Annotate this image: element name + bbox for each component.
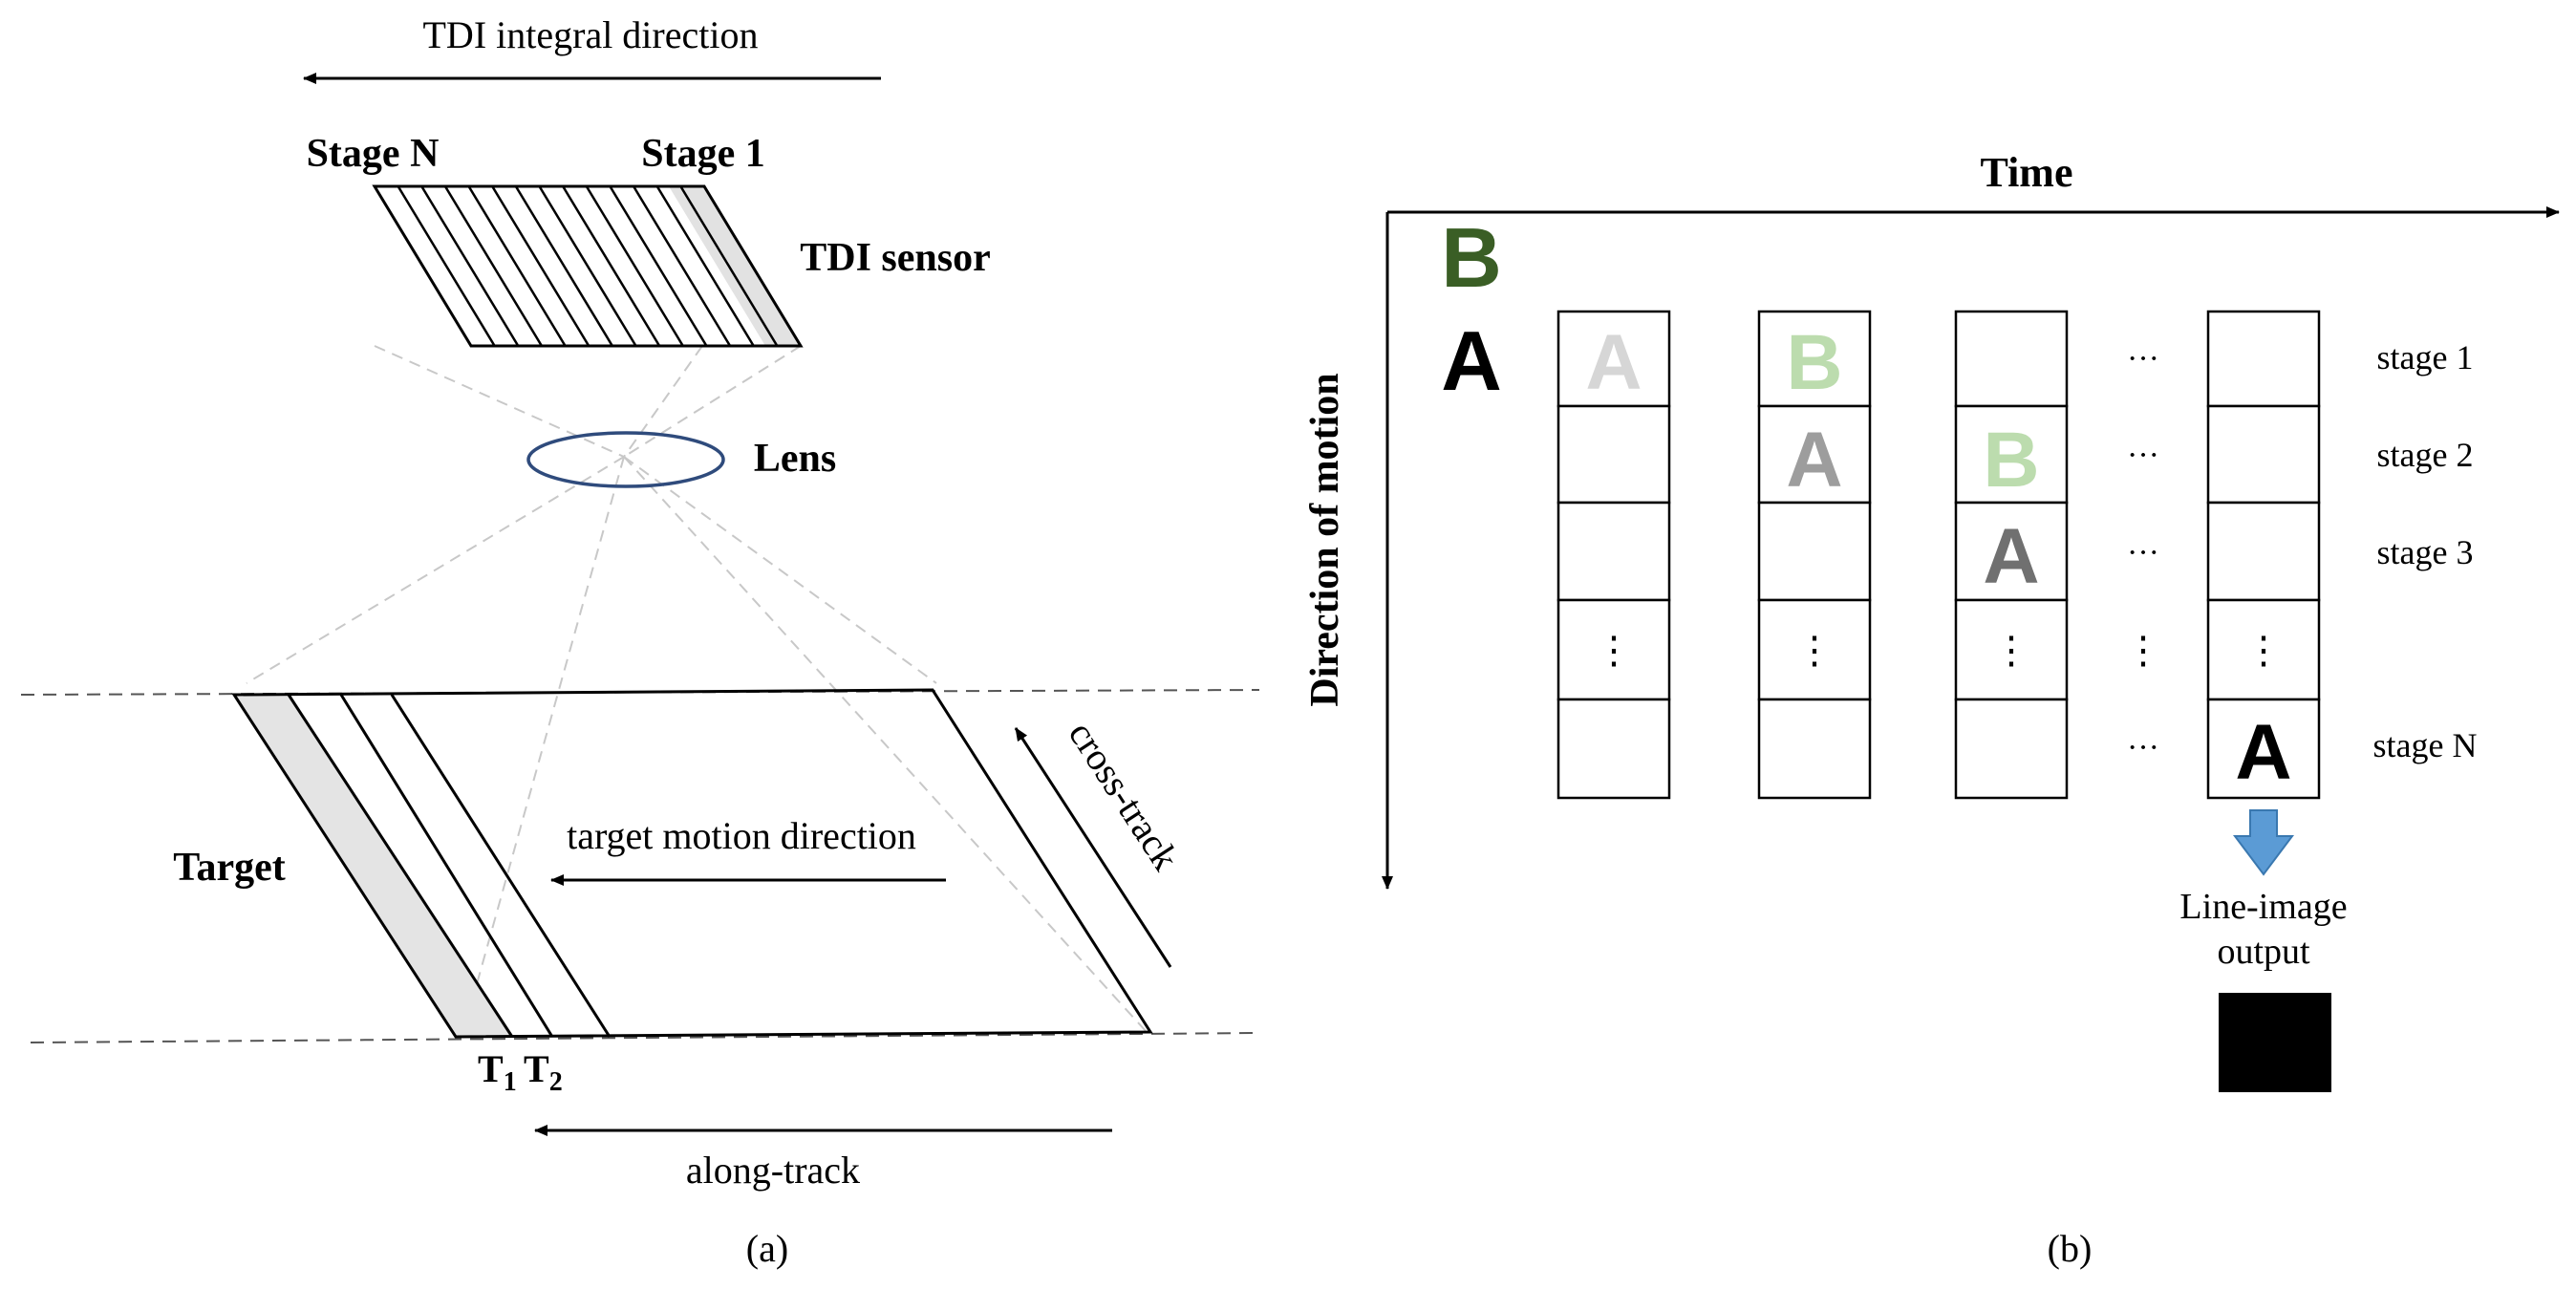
cell-letter-a-c2s2: A [1786,417,1842,504]
time-axis-label: Time [1981,149,2073,196]
cell-c3-stage2 [1954,404,2069,505]
cell-c1-ellipsis [1556,598,1671,701]
cell-c2-ellipsis [1757,598,1872,701]
stage-label-3: stage 3 [2377,533,2474,571]
cross-track-label: cross-track [1061,714,1188,878]
letter-a-reference: A [1441,313,1502,408]
line-image-output-pixel [2219,993,2331,1092]
cell-c1-stage1 [1556,310,1671,408]
cell-cn-stage3 [2206,501,2321,602]
tdi-stage-grid [1556,310,2321,800]
cell-letter-a-cnsN: A [2235,709,2291,796]
target-strip-t1 [234,695,512,1037]
cell-letter-b-c3s2: B [1983,417,2039,504]
target-motion-direction-label: target motion direction [567,814,916,857]
line-image-output-label-1: Line-image [2179,887,2347,927]
vertical-ellipsis-cn: ⋮ [2244,629,2283,672]
tdi-sensor [372,184,804,348]
tdi-sensor-stage-divider [609,185,708,347]
t2-label: T2 [524,1047,563,1097]
t1-label: T1 [478,1047,517,1097]
stage-1-label: Stage 1 [641,132,765,176]
cell-cn-stage1 [2206,310,2321,408]
letter-b-reference: B [1441,210,1502,305]
cell-c2-stage2 [1757,404,1872,505]
horizontal-ellipsis-stage3: ··· [2127,535,2159,570]
cell-c2-stage1 [1757,310,1872,408]
cell-letter-a-c1s1: A [1585,319,1642,406]
cell-c1-stage2 [1556,404,1671,505]
cell-c3-stage1 [1954,310,2069,408]
tdi-sensor-stage-divider [633,185,732,347]
lower-boundary-dashed [30,1032,1260,1043]
cell-c3-ellipsis [1954,598,2069,701]
tdi-sensor-outline [372,184,804,348]
stage-label-2: stage 2 [2377,436,2474,474]
target-outline [231,688,1153,1039]
cell-cn-ellipsis [2206,598,2321,701]
horizontal-ellipsis-stageN: ··· [2127,730,2159,765]
cross-track-arrow [1014,727,1172,968]
cell-c3-stage3 [1954,501,2069,602]
target-area [231,688,1153,1039]
cell-letter-b-c2s1: B [1786,319,1842,406]
cell-c1-stage3 [1556,501,1671,602]
tdi-sensor-stage-divider [397,185,496,347]
tdi-sensor-label: TDI sensor [800,236,991,280]
tdi-sensor-stages [397,185,779,347]
cell-cn-stageN [2206,698,2321,800]
lens-icon [526,431,725,488]
target-strip-divider-3 [390,694,612,1038]
caption-a: (a) [746,1227,788,1270]
horizontal-ellipsis-stage1: ··· [2127,341,2159,376]
tdi-sensor-stage-divider [443,185,543,347]
stage-label-n: stage N [2373,726,2478,764]
horizontal-ellipsis-stage2: ··· [2127,438,2159,473]
cell-cn-stage2 [2206,404,2321,505]
tdi-sensor-stage-divider [538,185,637,347]
stage-label-1: stage 1 [2377,338,2474,376]
direction-of-motion-label: Direction of motion [1303,373,1347,706]
lens-label: Lens [754,437,836,481]
vertical-ellipsis-c1: ⋮ [1595,629,1633,672]
cell-c3-stageN [1954,698,2069,800]
vertical-ellipsis-c2: ⋮ [1795,629,1834,672]
cell-c1-stageN [1556,698,1671,800]
tdi-sensor-stage-divider [679,185,779,347]
tdi-sensor-stage-divider [514,185,613,347]
tdi-sensor-stage-divider [562,185,661,347]
panel-b: Time Direction of motion B A [1303,149,2560,1270]
target-label: Target [173,846,285,890]
cell-c2-stageN [1757,698,1872,800]
target-strip-divider-1 [287,694,514,1038]
cell-c2-stage3 [1757,501,1872,602]
tdi-sensor-stage-divider [655,185,755,347]
tdi-sensor-stage-divider [585,185,684,347]
line-image-output-label-2: output [2217,932,2310,972]
tdi-integral-direction-label: TDI integral direction [423,13,759,56]
tdi-sensor-stage-divider [420,185,520,347]
vertical-ellipsis-gap: ⋮ [2124,629,2162,672]
along-track-label: along-track [686,1149,860,1192]
output-down-arrow-icon [2233,809,2294,876]
target-strip-divider-2 [339,694,554,1038]
vertical-ellipsis-c3: ⋮ [1992,629,2030,672]
lens-rays [246,345,1148,1033]
caption-b: (b) [2048,1227,2093,1270]
stage-n-label: Stage N [307,132,440,176]
tdi-sensor-stage-divider [491,185,590,347]
tdi-sensor-stage-divider [467,185,567,347]
panel-a: TDI integral direction Stage N Stage 1 T… [20,13,1260,1270]
cell-letter-a-c3s3: A [1983,513,2039,600]
